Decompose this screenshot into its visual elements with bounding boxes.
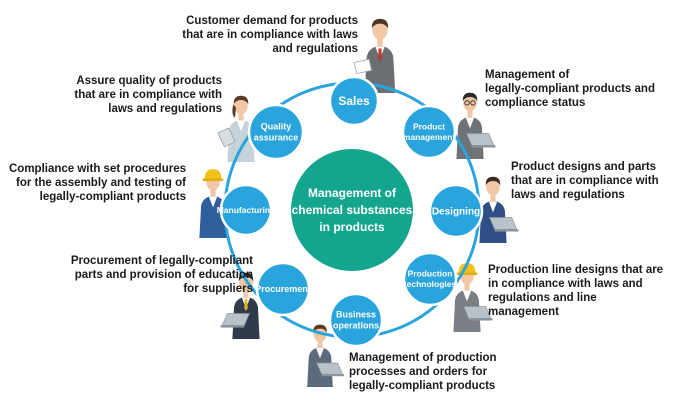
person-designing-icon [479,176,519,243]
node-label-designing: Designing [432,207,480,218]
node-circle-business-operations [328,292,384,348]
description-procurement: Procurement of legally-compliant parts a… [70,255,253,295]
people-illustrations [199,18,519,387]
description-sales: Customer demand for products that are in… [182,15,358,55]
description-manufacturing: Compliance with set procedures for the a… [8,163,186,203]
description-product-management: Management of legally-compliant products… [485,69,655,109]
center-circle [291,149,413,271]
node-circle-procurement [255,261,311,317]
description-designing: Product designs and parts that are in co… [511,161,659,201]
node-circle-manufacturing [219,183,273,237]
description-quality-assurance: Assure quality of products that are in c… [74,75,222,115]
node-procurement: Procurement [255,261,311,317]
node-label-procurement: Procurement [255,284,311,294]
node-circle-product-management [401,104,457,160]
node-designing: Designing [428,183,484,239]
person-procurement-icon [220,272,260,339]
person-manufacturing-icon [199,169,227,238]
node-label-sales: Sales [338,94,370,108]
node-circle-designing [428,183,484,239]
person-sales-icon [353,18,396,93]
node-label-manufacturing: Manufacturing [217,205,276,215]
person-quality-assurance-icon [217,95,255,162]
node-circle-quality-assurance [247,103,305,161]
node-sales: Sales [328,75,380,127]
node-manufacturing: Manufacturing [217,183,276,237]
description-production-technologies: Production line designs that are in comp… [488,264,664,318]
person-business-operations-icon [307,324,344,387]
description-business-operations: Management of production processes and o… [349,352,497,392]
person-production-technologies-icon [453,263,493,332]
node-circle-sales [328,75,380,127]
node-circle-production-technologies [402,251,458,307]
